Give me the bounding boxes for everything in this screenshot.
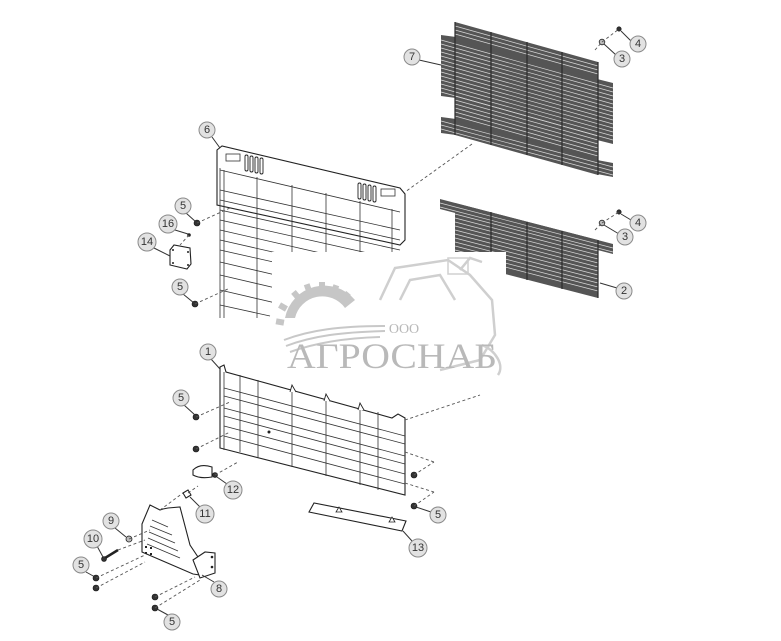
callout-5-a[interactable]: 5	[174, 197, 192, 215]
svg-text:1: 1	[205, 346, 211, 358]
svg-text:5: 5	[177, 281, 183, 293]
callout-5-c[interactable]: 5	[172, 389, 190, 407]
svg-text:8: 8	[216, 583, 222, 595]
part-7-upper-screen-mesh	[440, 22, 614, 177]
part-2-lower-screen-mesh	[439, 199, 614, 298]
callout-7[interactable]: 7	[403, 48, 421, 66]
svg-text:13: 13	[412, 542, 424, 554]
svg-text:5: 5	[178, 392, 184, 404]
svg-text:9: 9	[108, 515, 114, 527]
callout-5-e[interactable]: 5	[72, 556, 90, 574]
callout-8[interactable]: 8	[210, 580, 228, 598]
assembly-lines	[95, 28, 620, 609]
svg-text:3: 3	[619, 53, 625, 65]
part-13-bottom-strip	[308, 502, 407, 532]
callout-11[interactable]: 11	[195, 504, 215, 524]
callout-12[interactable]: 12	[223, 480, 243, 500]
svg-text:5: 5	[78, 559, 84, 571]
svg-text:12: 12	[227, 484, 239, 496]
callout-5-d[interactable]: 5	[429, 506, 447, 524]
part-6-upper-grille-frame	[216, 145, 406, 318]
callout-16[interactable]: 16	[158, 214, 178, 234]
callout-1[interactable]: 1	[199, 343, 217, 361]
callout-10[interactable]: 10	[83, 529, 103, 549]
callout-4-lower[interactable]: 4	[629, 214, 647, 232]
part-12-clamp	[192, 464, 218, 479]
watermark-prefix: ООО	[389, 322, 419, 337]
leader-lines	[85, 30, 632, 616]
callout-2[interactable]: 2	[615, 282, 633, 300]
svg-text:2: 2	[621, 285, 627, 297]
svg-text:16: 16	[162, 218, 174, 230]
callout-13[interactable]: 13	[408, 538, 428, 558]
svg-text:14: 14	[141, 236, 153, 248]
svg-text:4: 4	[635, 217, 641, 229]
svg-text:3: 3	[622, 231, 628, 243]
watermark-logo: ООО АГРОСНАБ	[272, 252, 506, 377]
svg-text:11: 11	[199, 508, 210, 520]
svg-text:5: 5	[435, 509, 441, 521]
svg-text:4: 4	[635, 38, 641, 50]
callout-6[interactable]: 6	[198, 121, 216, 139]
svg-text:5: 5	[169, 616, 175, 628]
callout-14[interactable]: 14	[137, 232, 157, 252]
part-8-side-bracket	[141, 504, 216, 579]
svg-text:5: 5	[180, 200, 186, 212]
callout-3-lower[interactable]: 3	[616, 228, 634, 246]
watermark-brand: АГРОСНАБ	[287, 336, 497, 376]
callout-5-b[interactable]: 5	[171, 278, 189, 296]
svg-text:7: 7	[409, 51, 415, 63]
callout-3-upper[interactable]: 3	[613, 50, 631, 68]
callout-5-f[interactable]: 5	[163, 613, 181, 631]
part-1-lower-grille-frame	[219, 364, 406, 496]
svg-text:6: 6	[204, 124, 210, 136]
callout-4-upper[interactable]: 4	[629, 35, 647, 53]
callout-9[interactable]: 9	[102, 512, 120, 530]
svg-text:10: 10	[87, 533, 99, 545]
part-14-cover-plate	[169, 244, 192, 270]
